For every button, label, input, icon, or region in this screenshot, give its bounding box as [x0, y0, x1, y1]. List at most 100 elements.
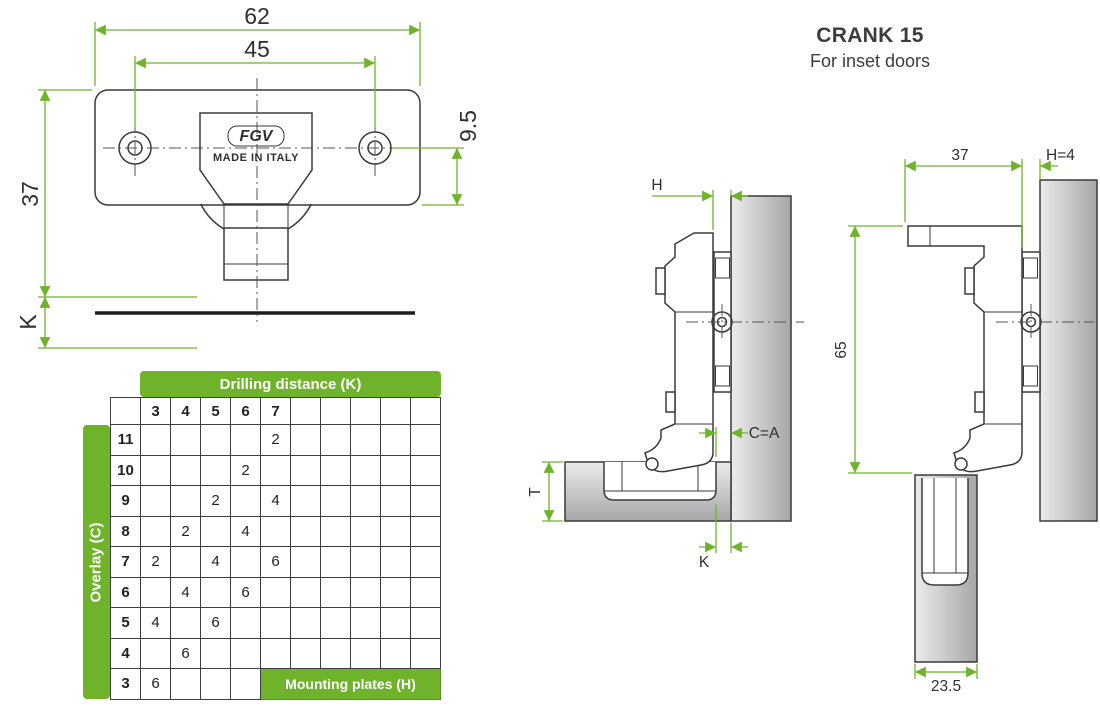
- logo-text: FGV: [240, 128, 274, 145]
- value-cell: 4: [260, 485, 291, 517]
- value-cell: [350, 454, 381, 486]
- value-cell: [410, 637, 441, 669]
- value-cell: [320, 454, 351, 486]
- adjust-screw: [655, 267, 666, 295]
- dim-62: 62: [94, 3, 421, 86]
- row-header-cell: 10: [110, 454, 141, 486]
- col-header-cell: 3: [140, 397, 171, 425]
- value-cell: [320, 576, 351, 608]
- value-cell: [200, 576, 231, 608]
- value-cell: [380, 607, 411, 639]
- hinge-arm: [644, 232, 714, 473]
- screw-holes: [118, 131, 392, 165]
- dim-label: K: [699, 554, 710, 571]
- value-cell: 6: [230, 576, 261, 608]
- value-cell: [410, 515, 441, 547]
- dim-label: 65: [833, 341, 850, 358]
- value-cell: 2: [260, 424, 291, 456]
- value-cell: 6: [200, 607, 231, 639]
- value-cell: [410, 485, 441, 517]
- value-cell: 6: [140, 668, 171, 700]
- value-cell: 2: [140, 546, 171, 578]
- dim-k: K: [15, 297, 197, 349]
- value-cell: [200, 668, 231, 700]
- hinge-side-views-drawing: H C=A T K: [527, 147, 1098, 695]
- row-header-cell: 4: [110, 637, 141, 669]
- mounting-plates-banner: Mounting plates (H): [260, 668, 441, 700]
- value-cell: [350, 424, 381, 456]
- value-cell: [290, 424, 321, 456]
- value-cell: 6: [170, 637, 201, 669]
- value-cell: 4: [200, 546, 231, 578]
- value-cell: 2: [170, 515, 201, 547]
- value-cell: [380, 515, 411, 547]
- cabinet-panel: [1039, 179, 1098, 522]
- dim-23-5: 23.5: [914, 664, 978, 695]
- value-cell: [200, 515, 231, 547]
- value-cell: [350, 607, 381, 639]
- product-name: CRANK 15: [816, 24, 924, 47]
- col-header-cell: [320, 397, 351, 425]
- screw-hole: [358, 131, 392, 165]
- value-cell: [380, 546, 411, 578]
- value-cell: [200, 637, 231, 669]
- brand-logo: FGV MADE IN ITALY: [213, 125, 299, 164]
- value-cell: [140, 637, 171, 669]
- hinge-top-view-drawing: FGV MADE IN ITALY 62 45 9.5 37: [15, 3, 481, 349]
- hinge-knuckle: [954, 457, 968, 471]
- value-cell: [260, 515, 291, 547]
- dim-label: H: [651, 177, 662, 194]
- value-cell: [170, 546, 201, 578]
- value-cell: [140, 454, 171, 486]
- side-view-open: 37 H=4 65 23.5: [833, 147, 1098, 695]
- dim-t: T: [527, 461, 563, 522]
- dim-65: 65: [833, 225, 912, 474]
- value-cell: 2: [200, 485, 231, 517]
- logo-frame: [227, 125, 285, 147]
- value-cell: [260, 454, 291, 486]
- product-subtitle: For inset doors: [809, 51, 931, 71]
- value-cell: [410, 607, 441, 639]
- value-cell: [320, 546, 351, 578]
- value-cell: 4: [170, 576, 201, 608]
- col-header-cell: [410, 397, 441, 425]
- made-in-italy-label: MADE IN ITALY: [213, 152, 299, 164]
- plate-detail: [715, 365, 730, 387]
- dim-45: 45: [134, 36, 376, 128]
- value-cell: [410, 546, 441, 578]
- table-corner-cell: [110, 397, 141, 425]
- value-cell: [200, 454, 231, 486]
- value-cell: [170, 424, 201, 456]
- value-cell: [350, 546, 381, 578]
- value-cell: 2: [230, 454, 261, 486]
- screw-hole: [367, 140, 383, 156]
- adjust-screw: [665, 391, 676, 413]
- value-cell: [410, 424, 441, 456]
- value-cell: [320, 515, 351, 547]
- col-header-cell: 6: [230, 397, 261, 425]
- row-header-cell: 6: [110, 576, 141, 608]
- value-cell: [320, 485, 351, 517]
- row-header-cell: 9: [110, 485, 141, 517]
- value-cell: [350, 485, 381, 517]
- value-cell: [260, 607, 291, 639]
- hinge-arm: [907, 225, 1023, 473]
- cup-box: [223, 227, 289, 281]
- value-cell: [320, 424, 351, 456]
- value-cell: [170, 607, 201, 639]
- cabinet-panel: [730, 195, 792, 522]
- value-cell: [230, 668, 261, 700]
- plate-detail: [715, 257, 730, 279]
- value-cell: 4: [230, 515, 261, 547]
- value-cell: [350, 576, 381, 608]
- dim-label: K: [15, 314, 41, 330]
- value-cell: [290, 515, 321, 547]
- col-header-cell: [350, 397, 381, 425]
- dim-c-a: C=A: [699, 425, 780, 457]
- dim-h: H: [651, 177, 748, 230]
- value-cell: [380, 576, 411, 608]
